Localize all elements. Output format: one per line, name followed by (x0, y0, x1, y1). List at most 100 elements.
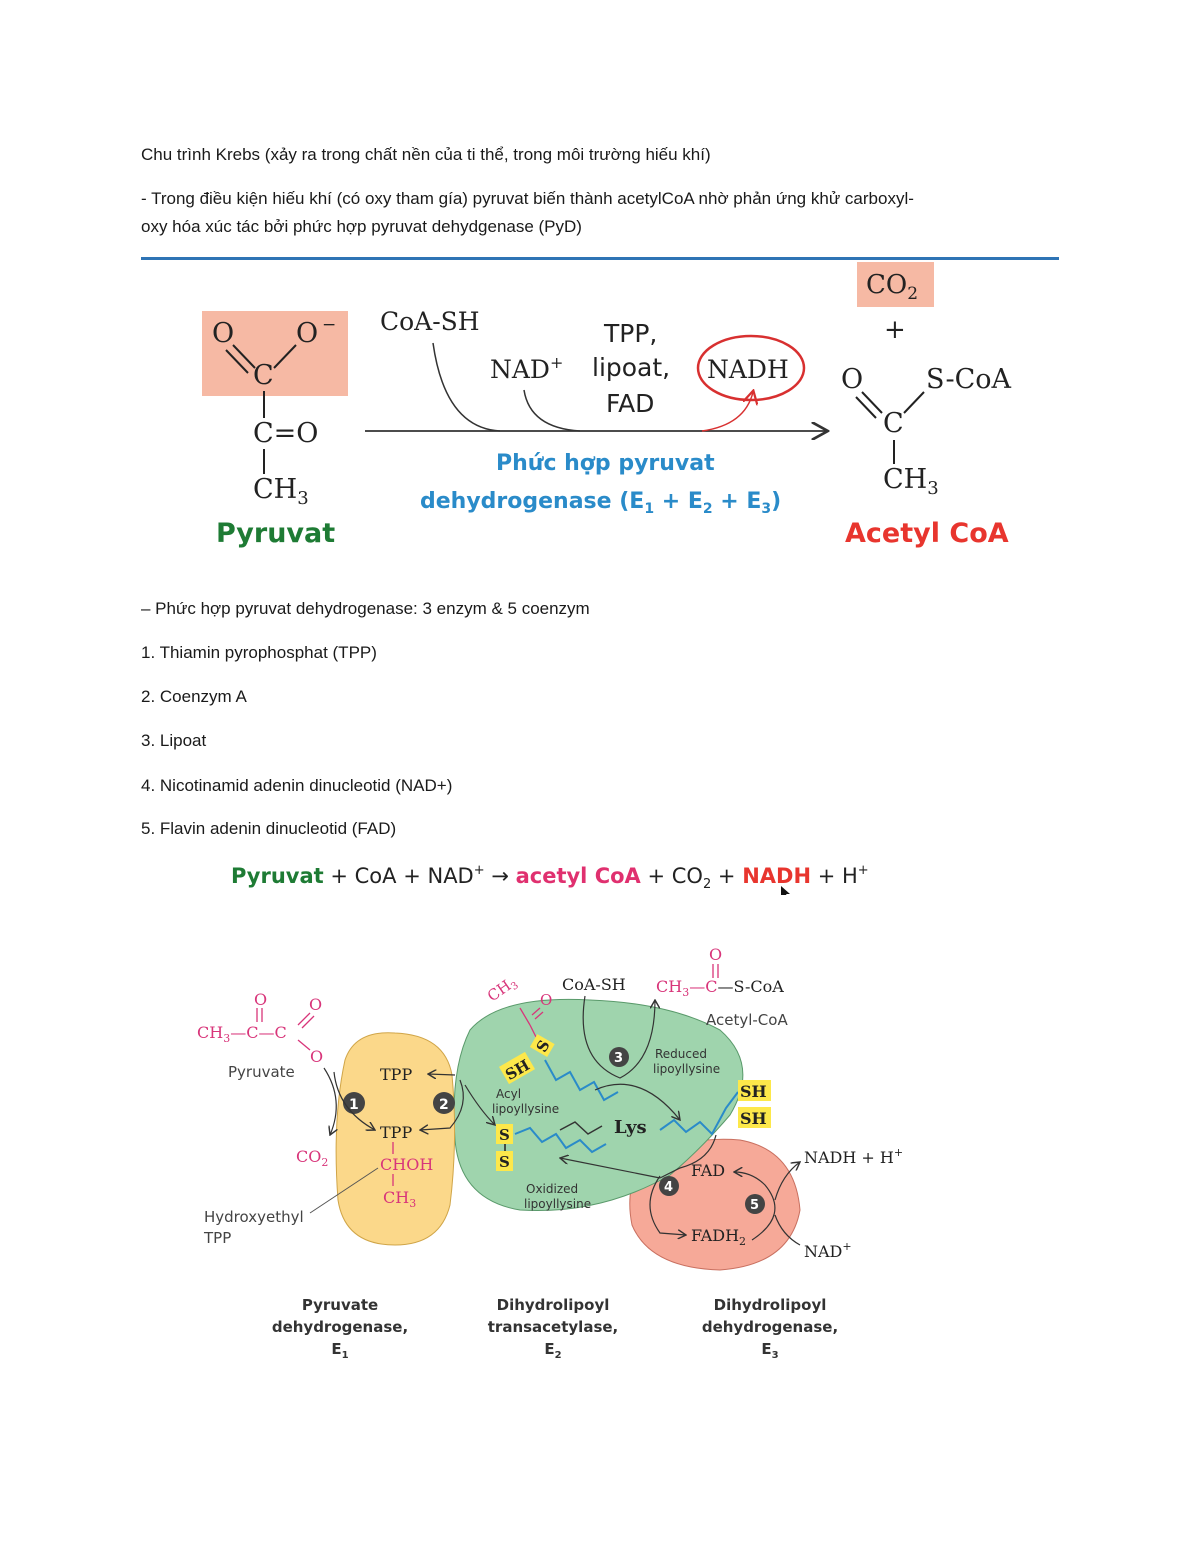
co2-label: CO2 (866, 270, 918, 304)
coenzyme-5: 5. Flavin adenin dinucleotid (FAD) (141, 819, 397, 838)
pyr-ch3: CH3 (253, 474, 309, 509)
oxidized-label-2: lipoyllysine (524, 1197, 591, 1211)
coenzyme-1: 1. Thiamin pyrophosphat (TPP) (141, 643, 377, 662)
lipoyl-chain-oxidized (514, 1126, 607, 1154)
ac-ch3: CH3 (883, 464, 939, 499)
co2-out: CO2 (296, 1147, 328, 1169)
pyr-o-left: O (212, 318, 234, 349)
acyl-label-2: lipoyllysine (492, 1102, 559, 1116)
pyr-o-right: O (296, 318, 318, 349)
acyl-label-1: Acyl (496, 1087, 521, 1101)
oxidized-s-box-2 (496, 1151, 513, 1171)
figure-top-rule (141, 257, 1059, 260)
enzyme-e2-l3: E2 (544, 1340, 561, 1361)
svg-text:3: 3 (614, 1051, 623, 1066)
acetyl-coa-formula: CH3—C—S-CoA (656, 977, 784, 999)
enzyme-e3-l1: Dihydrolipoyl (714, 1296, 827, 1314)
oxidized-s-box-1 (496, 1124, 513, 1144)
intro-line-2: oxy hóa xúc tác bởi phức hợp pyruvat deh… (141, 217, 582, 236)
enzyme-e2-l1: Dihydrolipoyl (497, 1296, 610, 1314)
pyr-c1: C (253, 360, 274, 391)
enzyme-e1-l2: dehydrogenase, (272, 1318, 408, 1336)
step-5-badge (745, 1194, 765, 1214)
enzyme-e2-l2: transacetylase, (488, 1318, 619, 1336)
acyl-s-box (529, 1034, 555, 1058)
hydroxyethyl-line1: Hydroxyethyl (204, 1208, 304, 1226)
acetylcoa-label: Acetyl CoA (845, 518, 1009, 549)
ac-o: O (841, 364, 863, 395)
pyruvate-label: Pyruvat (216, 518, 335, 549)
ac-scoa: S-CoA (926, 364, 1012, 395)
carboxyl-highlight (202, 311, 348, 396)
intro-line-1: - Trong điều kiện hiếu khí (có oxy tham … (141, 189, 914, 208)
coenzyme-3: 3. Lipoat (141, 731, 207, 750)
step-4-badge (659, 1176, 679, 1196)
svg-text:1: 1 (349, 1097, 359, 1113)
cursor-icon (781, 886, 790, 895)
svg-text:5: 5 (750, 1198, 759, 1213)
ac-c: C (883, 408, 904, 439)
coa-sh-label: CoA-SH (380, 307, 480, 336)
enzyme-e3-l3: E3 (761, 1340, 778, 1361)
enzyme-e1-l3: E1 (331, 1340, 348, 1361)
cofactor-tpp: TPP, (603, 319, 657, 348)
pdh-complex-mechanism-figure: O CH3—C—C O O Pyruvate CO2 Hydroxyethyl … (197, 945, 903, 1361)
acetyl-coa-label: Acetyl-CoA (706, 1011, 788, 1029)
pyr-o-charge: − (322, 315, 336, 335)
svg-text:SH: SH (740, 1082, 767, 1101)
nadh-label: NADH (707, 355, 789, 384)
pyr2-o-top: O (254, 990, 267, 1009)
page-heading: Chu trình Krebs (xảy ra trong chất nền c… (141, 145, 711, 164)
overall-equation: Pyruvat + CoA + NAD+ → acetyl CoA + CO2 … (231, 863, 869, 895)
nadh-h-label: NADH + H+ (804, 1146, 903, 1167)
oxidized-label-1: Oxidized (526, 1182, 578, 1196)
pyr2-o-right: O (309, 995, 322, 1014)
acyl-ch3: CH3 (484, 973, 521, 1007)
svg-text:Pyruvat + CoA + NAD+ → acetyl: Pyruvat + CoA + NAD+ → acetyl CoA + CO2 … (231, 863, 869, 892)
choh-label: CHOH (380, 1155, 433, 1174)
enzyme-line-1: Phức hợp pyruvat (496, 451, 715, 476)
reduced-sh-box-2 (738, 1107, 771, 1128)
coenzyme-4: 4. Nicotinamid adenin dinucleotid (NAD+) (141, 776, 453, 795)
acyl-sh-box (499, 1051, 535, 1085)
co2-highlight (857, 262, 934, 307)
pyruvate-decarboxylation-figure: O O − C C=O CH3 Pyruvat CoA-SH NAD+ TPP,… (202, 262, 1012, 549)
svg-text:SH: SH (740, 1109, 767, 1128)
hydroxyethyl-line2: TPP (203, 1229, 231, 1247)
cofactor-lipoat: lipoat, (592, 353, 670, 382)
pyr2-formula: CH3—C—C (197, 1023, 287, 1045)
tpp-top: TPP (380, 1065, 412, 1084)
pyr-c2: C=O (253, 418, 318, 449)
nad-label: NAD+ (490, 353, 563, 384)
acetyl-o-top: O (709, 945, 722, 964)
complex-heading: – Phức hợp pyruvat dehydrogenase: 3 enzy… (141, 599, 590, 618)
coa-sh-top: CoA-SH (562, 975, 626, 994)
fad-label: FAD (691, 1161, 725, 1180)
enzyme-e3-l2: dehydrogenase, (702, 1318, 838, 1336)
lipoyl-chain-acyl (544, 1059, 619, 1102)
fadh2-label: FADH2 (691, 1226, 746, 1248)
pyr2-label: Pyruvate (228, 1063, 295, 1081)
pyr2-o-minus: O (310, 1047, 323, 1066)
enzyme-e1-l1: Pyruvate (302, 1296, 378, 1314)
e1-blob (335, 1032, 456, 1246)
reduced-label-1: Reduced (655, 1047, 707, 1061)
svg-text:2: 2 (439, 1097, 449, 1113)
coenzyme-2: 2. Coenzym A (141, 687, 247, 706)
nad-plus-label: NAD+ (804, 1240, 852, 1261)
e2-blob (453, 998, 744, 1212)
svg-text:S: S (499, 1153, 510, 1171)
step-3-badge (609, 1047, 629, 1067)
svg-text:4: 4 (664, 1180, 673, 1195)
svg-text:S: S (499, 1126, 510, 1144)
step-2-badge (433, 1092, 455, 1114)
lys-backbone (559, 1121, 603, 1135)
cofactor-fad: FAD (606, 389, 654, 418)
reduced-sh-box-1 (738, 1080, 771, 1101)
product-plus: + (884, 315, 906, 345)
e1-ch3: CH3 (383, 1188, 416, 1210)
tpp-bottom: TPP (380, 1123, 412, 1142)
lys-label: Lys (614, 1117, 647, 1138)
reduced-label-2: lipoyllysine (653, 1062, 720, 1076)
enzyme-line-2: dehydrogenase (E1 + E2 + E3) (420, 489, 781, 517)
